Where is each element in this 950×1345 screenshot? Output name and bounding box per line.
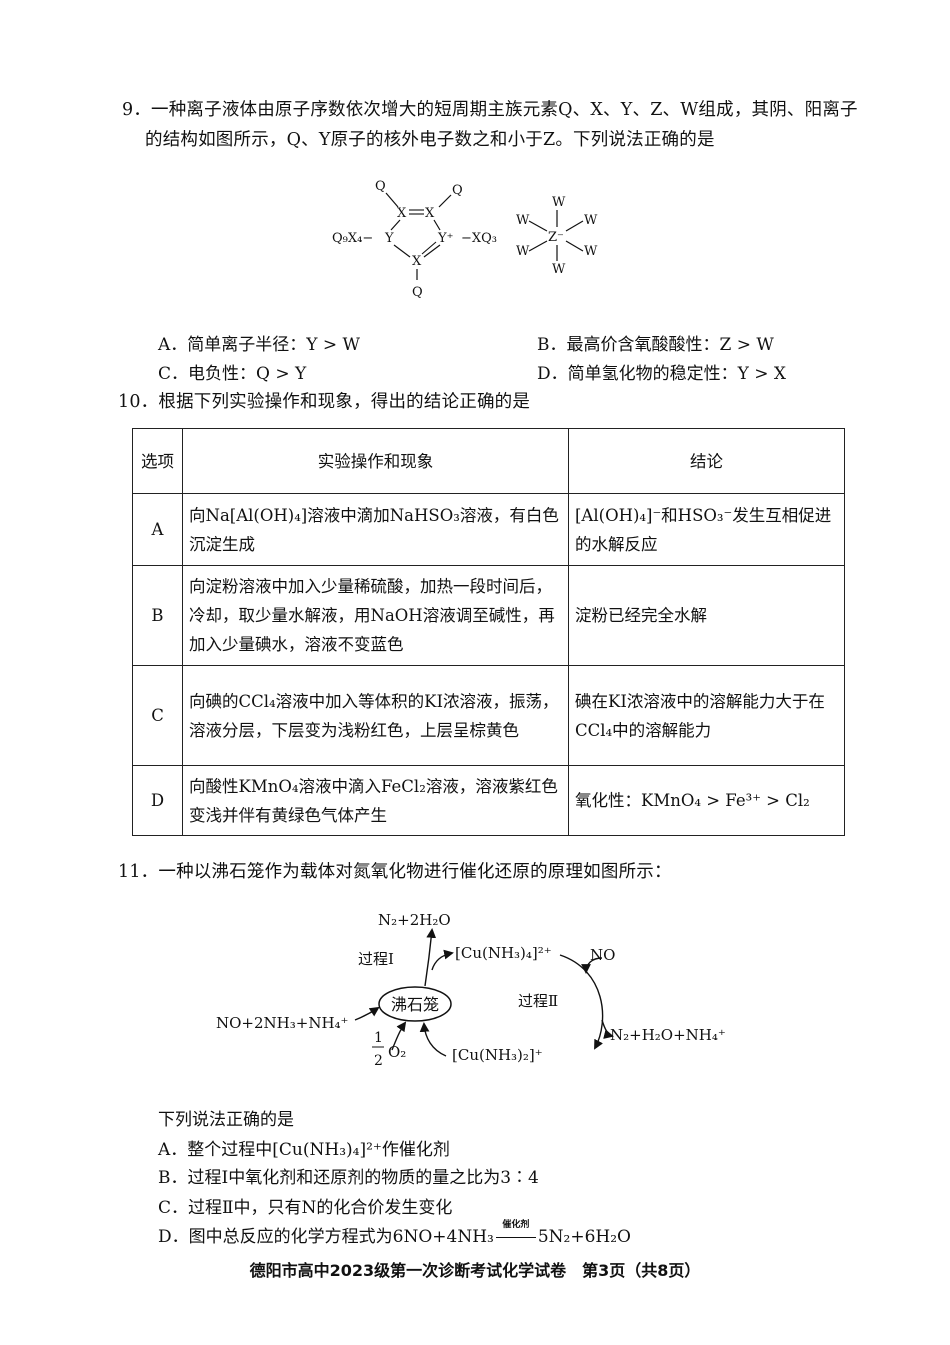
- q9-option-b[interactable]: B．最高价含氧酸酸性：Z > W: [537, 335, 774, 355]
- anion-structure: W W W Z⁻ W W W: [516, 195, 598, 277]
- table-row[interactable]: C 向碘的CCl₄溶液中加入等体积的KI浓溶液，振荡，溶液分层，下层变为浅粉红色…: [132, 665, 845, 766]
- q10-experiment-table: 选项 实验操作和现象 结论 A 向Na[Al(OH)₄]溶液中滴加NaHSO₃溶…: [132, 428, 845, 836]
- q9-ion-structure-figure: Q Q X X Q₉X₄− Y Y⁺ −XQ₃ X Q W W W Z⁻ W W…: [332, 179, 598, 300]
- q10-stem: 10．根据下列实验操作和现象，得出的结论正确的是: [118, 392, 531, 412]
- q11-option-a[interactable]: A．整个过程中[Cu(NH₃)₄]²⁺作催化剂: [158, 1140, 450, 1160]
- label-process-1: 过程Ⅰ: [358, 950, 394, 968]
- q11-stem: 11．一种以沸石笼作为载体对氮氧化物进行催化还原的原理如图所示：: [118, 862, 672, 882]
- w-upper-left: W: [516, 213, 530, 228]
- w-lower-right: W: [584, 244, 598, 259]
- half-numerator: 1: [374, 1030, 383, 1046]
- header-option: 选项: [132, 428, 183, 494]
- header-operation: 实验操作和现象: [182, 428, 569, 494]
- cation-structure: Q Q X X Q₉X₄− Y Y⁺ −XQ₃ X Q: [332, 179, 497, 300]
- q9x4-substituent: Q₉X₄−: [332, 231, 373, 246]
- q11-option-c[interactable]: C．过程Ⅱ中，只有N的化合价发生变化: [158, 1198, 453, 1218]
- xq3-substituent: −XQ₃: [461, 231, 497, 246]
- row-conclusion-c: 碘在KI浓溶液中的溶解能力大于在CCl₄中的溶解能力: [568, 665, 845, 766]
- products-right: N₂+H₂O+NH₄⁺: [610, 1026, 726, 1044]
- row-operation-a: 向Na[Al(OH)₄]溶液中滴加NaHSO₃溶液，有白色沉淀生成: [182, 493, 569, 566]
- w-lower-left: W: [516, 244, 530, 259]
- table-row[interactable]: A 向Na[Al(OH)₄]溶液中滴加NaHSO₃溶液，有白色沉淀生成 [Al(…: [132, 493, 845, 566]
- q11-option-d[interactable]: D．图中总反应的化学方程式为6NO+4NH₃ 催化剂 5N₂+6H₂O: [158, 1220, 631, 1247]
- q11-catalytic-cycle-diagram: N₂+2H₂O 过程Ⅰ [Cu(NH₃)₄]²⁺ NO 过程Ⅱ NO+2NH₃+…: [216, 911, 726, 1069]
- q11-option-b[interactable]: B．过程Ⅰ中氧化剂和还原剂的物质的量之比为3∶4: [158, 1168, 539, 1188]
- y-left: Y: [384, 231, 394, 246]
- table-header-row: 选项 实验操作和现象 结论: [132, 428, 845, 494]
- row-option-a: A: [132, 493, 183, 566]
- species-cu-nh3-4: [Cu(NH₃)₄]²⁺: [455, 944, 552, 962]
- reaction-arrow-with-condition: 催化剂: [494, 1220, 538, 1247]
- header-conclusion: 结论: [568, 428, 845, 494]
- zeolite-cage-label: 沸石笼: [391, 995, 439, 1014]
- q11-lead: 下列说法正确的是: [158, 1110, 294, 1130]
- q11-option-d-prefix: D．图中总反应的化学方程式为6NO+4NH₃: [158, 1227, 494, 1247]
- row-operation-c: 向碘的CCl₄溶液中加入等体积的KI浓溶液，振荡，溶液分层，下层变为浅粉红色，上…: [182, 665, 569, 766]
- q9-option-a[interactable]: A．简单离子半径：Y > W: [158, 335, 361, 355]
- x-right: X: [425, 206, 435, 221]
- q11-option-d-suffix: 5N₂+6H₂O: [537, 1227, 631, 1247]
- row-operation-d: 向酸性KMnO₄溶液中滴入FeCl₂溶液，溶液紫红色变浅并伴有黄绿色气体产生: [182, 765, 569, 836]
- q-top-left: Q: [375, 179, 386, 194]
- q9-stem-line1: 9．一种离子液体由原子序数依次增大的短周期主族元素Q、X、Y、Z、W组成，其阴、…: [122, 100, 858, 120]
- row-option-b: B: [132, 565, 183, 666]
- row-option-d: D: [132, 765, 183, 836]
- page-footer: 德阳市高中2023级第一次诊断考试化学试卷 第3页（共8页）: [249, 1261, 701, 1280]
- q9-option-c[interactable]: C．电负性：Q > Y: [158, 364, 307, 384]
- reactant-o2: O₂: [388, 1043, 406, 1061]
- row-operation-b: 向淀粉溶液中加入少量稀硫酸，加热一段时间后，冷却，取少量水解液，用NaOH溶液调…: [182, 565, 569, 666]
- z-center: Z⁻: [548, 230, 564, 245]
- q9-stem-line2: 的结构如图所示，Q、Y原子的核外电子数之和小于Z。下列说法正确的是: [145, 130, 715, 150]
- row-conclusion-b: 淀粉已经完全水解: [568, 565, 845, 666]
- w-upper-right: W: [584, 213, 598, 228]
- x-bottom: X: [412, 254, 422, 269]
- table-row[interactable]: B 向淀粉溶液中加入少量稀硫酸，加热一段时间后，冷却，取少量水解液，用NaOH溶…: [132, 565, 845, 666]
- reactant-no: NO: [590, 946, 615, 964]
- x-left: X: [397, 206, 407, 221]
- w-bottom: W: [552, 262, 566, 277]
- product-n2-2h2o: N₂+2H₂O: [378, 911, 451, 929]
- row-option-c: C: [132, 665, 183, 766]
- row-conclusion-d: 氧化性：KMnO₄ > Fe³⁺ > Cl₂: [568, 765, 845, 836]
- zeolite-cage-ellipse: [378, 986, 452, 1022]
- q-bottom: Q: [412, 285, 423, 300]
- y-plus: Y⁺: [437, 231, 453, 246]
- species-cu-nh3-2: [Cu(NH₃)₂]⁺: [452, 1046, 543, 1064]
- catalyst-condition: 催化剂: [502, 1220, 530, 1230]
- label-process-2: 过程Ⅱ: [518, 992, 558, 1010]
- w-top: W: [552, 195, 566, 210]
- q9-option-d[interactable]: D．简单氢化物的稳定性：Y > X: [537, 364, 787, 384]
- row-conclusion-a: [Al(OH)₄]⁻和HSO₃⁻发生互相促进的水解反应: [568, 493, 845, 566]
- table-row[interactable]: D 向酸性KMnO₄溶液中滴入FeCl₂溶液，溶液紫红色变浅并伴有黄绿色气体产生…: [132, 765, 845, 836]
- half-denominator: 2: [374, 1053, 383, 1069]
- q-top-right: Q: [452, 183, 463, 198]
- reactants-left: NO+2NH₃+NH₄⁺: [216, 1014, 348, 1032]
